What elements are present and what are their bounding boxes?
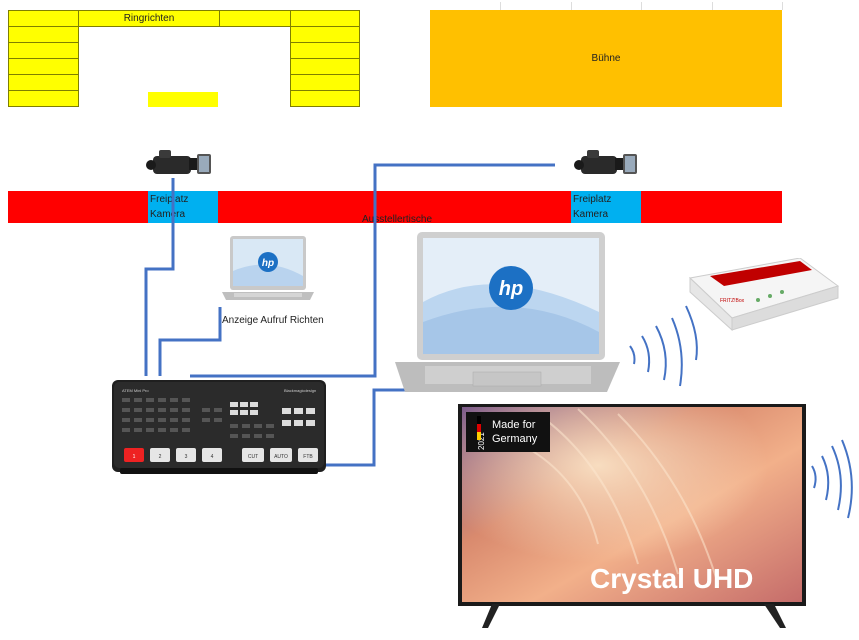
free-spot-camera-right: Freiplatz Kamera [571, 191, 641, 223]
small-laptop-icon: hp [222, 236, 314, 300]
svg-text:hp: hp [262, 258, 274, 269]
ringrichten-label-cell: Ringrichten [78, 10, 220, 27]
yellow-cell [8, 74, 79, 91]
switcher-button-1: 1 [133, 454, 136, 460]
yellow-cell [290, 58, 360, 75]
video-switcher-icon: ATEM Mini Pro Blackmagicdesign 1 [112, 380, 326, 474]
tv-brand-text: Crystal UHD [590, 563, 753, 594]
switcher-brand-right: Blackmagicdesign [284, 388, 316, 393]
free-spot-right-line1: Freiplatz [573, 194, 612, 205]
switcher-button-4: 4 [211, 454, 214, 460]
switcher-button-auto: AUTO [274, 454, 288, 460]
switcher-button-ftb: FTB [303, 454, 313, 460]
television: 2021 Made for Germany Crystal UHD [458, 404, 806, 636]
yellow-cell [8, 90, 79, 107]
yellow-cell [8, 10, 79, 27]
free-spot-left-line2: Kamera [150, 209, 186, 220]
large-laptop: hp [395, 232, 620, 397]
ringrichten-label: Ringrichten [123, 13, 175, 24]
switcher-button-3: 3 [185, 454, 188, 460]
free-spot-right-line2: Kamera [573, 209, 609, 220]
grid-tick [500, 2, 501, 10]
switcher-button-cut: CUT [248, 454, 258, 460]
yellow-cell [290, 10, 360, 27]
yellow-cell [219, 10, 291, 27]
small-laptop-caption: Anzeige Aufruf Richten [222, 315, 324, 326]
yellow-cell [290, 90, 360, 107]
video-switcher: ATEM Mini Pro Blackmagicdesign 1 [112, 380, 326, 476]
router: FRITZ!Box [680, 258, 845, 336]
judge-table [148, 92, 218, 107]
switcher-button-2: 2 [159, 454, 162, 460]
laptop-logo: hp [499, 278, 523, 300]
yellow-cell [290, 26, 360, 43]
stage-label: Bühne [591, 53, 621, 64]
yellow-cell [8, 26, 79, 43]
free-spot-left-line1: Freiplatz [150, 194, 189, 205]
router-label: FRITZ!Box [720, 298, 745, 304]
grid-tick [782, 2, 783, 10]
switcher-brand: ATEM Mini Pro [122, 388, 149, 393]
yellow-cell [290, 42, 360, 59]
grid-tick [712, 2, 713, 10]
free-spot-camera-left: Freiplatz Kamera [148, 191, 218, 223]
large-laptop-icon: hp [395, 232, 620, 392]
router-icon: FRITZ!Box [688, 258, 840, 332]
yellow-cell [290, 74, 360, 91]
exhibitor-tables-label: Ausstellertische [362, 214, 433, 225]
tv-badge-line1: Made for [492, 419, 536, 431]
tv-badge-line2: Germany [492, 433, 538, 445]
yellow-cell [8, 42, 79, 59]
television-icon: 2021 Made for Germany Crystal UHD [458, 404, 806, 628]
small-laptop: hp [222, 236, 314, 306]
tv-badge-year: 2021 [477, 432, 486, 450]
yellow-cell [8, 58, 79, 75]
grid-tick [571, 2, 572, 10]
grid-tick [641, 2, 642, 10]
stage: Bühne [430, 10, 782, 107]
